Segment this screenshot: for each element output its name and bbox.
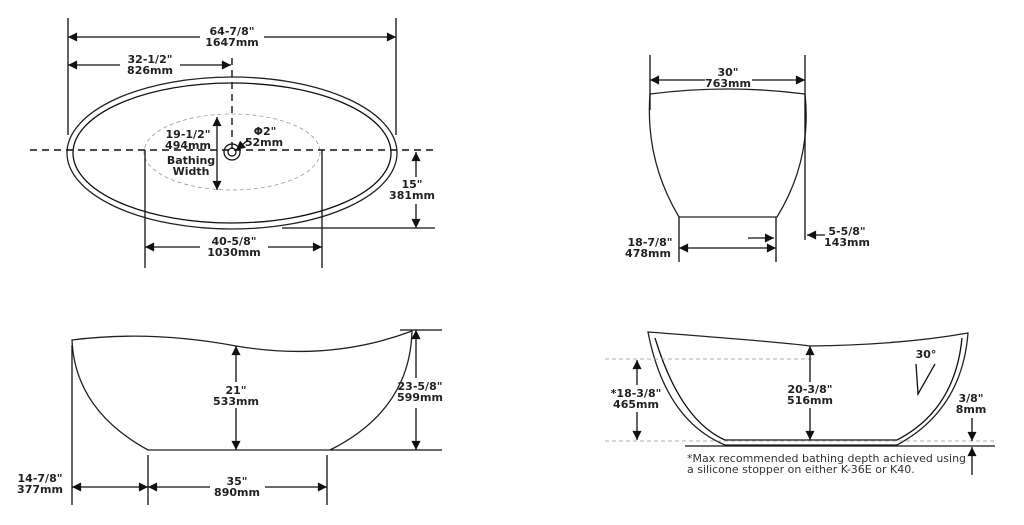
depth-mm: 516mm — [787, 394, 833, 407]
base-length-mm: 890mm — [214, 486, 260, 499]
edge-offset-in: 15" — [401, 178, 422, 191]
overall-height-in: 23-5/8" — [398, 380, 443, 393]
end-offset-mm: 143mm — [824, 236, 870, 249]
depth-in: 20-3/8" — [788, 383, 833, 396]
bathing-depth-in: *18-3/8" — [611, 387, 662, 400]
base-length-in: 35" — [226, 475, 247, 488]
overall-length-mm: 1647mm — [205, 36, 259, 49]
clearance-in: 3/8" — [958, 392, 983, 405]
end-width-in: 30" — [717, 66, 738, 79]
side-view: 21" 533mm 23-5/8" 599mm 35" 890mm 14-7/8… — [17, 329, 443, 505]
dimension-line — [222, 382, 252, 408]
tub-end-profile — [648, 88, 807, 218]
drain-diameter-mm: 52mm — [245, 136, 283, 149]
edge-offset-mm: 381mm — [389, 189, 435, 202]
end-offset-in: 5-5/8" — [828, 225, 865, 238]
drain-offset-mm: 826mm — [127, 64, 173, 77]
bathing-width-label-2: Width — [173, 165, 210, 178]
bathing-length-in: 40-5/8" — [212, 235, 257, 248]
drain-offset-in: 32-1/2" — [128, 53, 173, 66]
interior-depth-mm: 533mm — [213, 395, 259, 408]
angle-label: 30° — [916, 348, 937, 361]
bathing-depth-mm: 465mm — [613, 398, 659, 411]
base-width-mm: 478mm — [625, 247, 671, 260]
end-offset-side-mm: 377mm — [17, 483, 63, 496]
clearance-mm: 8mm — [956, 403, 987, 416]
end-width-mm: 763mm — [705, 77, 751, 90]
end-view: 30" 763mm 18-7/8" 478mm 5-5/8" 143mm — [625, 55, 870, 262]
bathing-length-mm: 1030mm — [207, 246, 261, 259]
section-view: *18-3/8" 465mm 20-3/8" 516mm 30° 3/8" 8m… — [605, 331, 995, 476]
top-view: 64-7/8" 1647mm 32-1/2" 826mm 19-1/2" 494… — [30, 18, 435, 268]
footnote-line-2: a silicone stopper on either K-36E or K4… — [687, 463, 915, 476]
drain-diameter-in: Φ2" — [254, 125, 277, 138]
angle-icon — [915, 363, 936, 397]
end-offset-side-in: 14-7/8" — [18, 472, 63, 485]
footnote-line-1: *Max recommended bathing depth achieved … — [687, 452, 966, 465]
tub-section-profile — [647, 331, 969, 446]
overall-height-mm: 599mm — [397, 391, 443, 404]
base-width-in: 18-7/8" — [628, 236, 673, 249]
bathing-width-in: 19-1/2" — [166, 128, 211, 141]
dimension-line — [235, 139, 249, 151]
interior-depth-in: 21" — [225, 384, 246, 397]
overall-length-in: 64-7/8" — [210, 25, 255, 38]
bathing-area-outline — [143, 113, 321, 191]
bathing-width-label: Bathing — [167, 154, 215, 167]
bathing-width-mm: 494mm — [165, 139, 211, 152]
